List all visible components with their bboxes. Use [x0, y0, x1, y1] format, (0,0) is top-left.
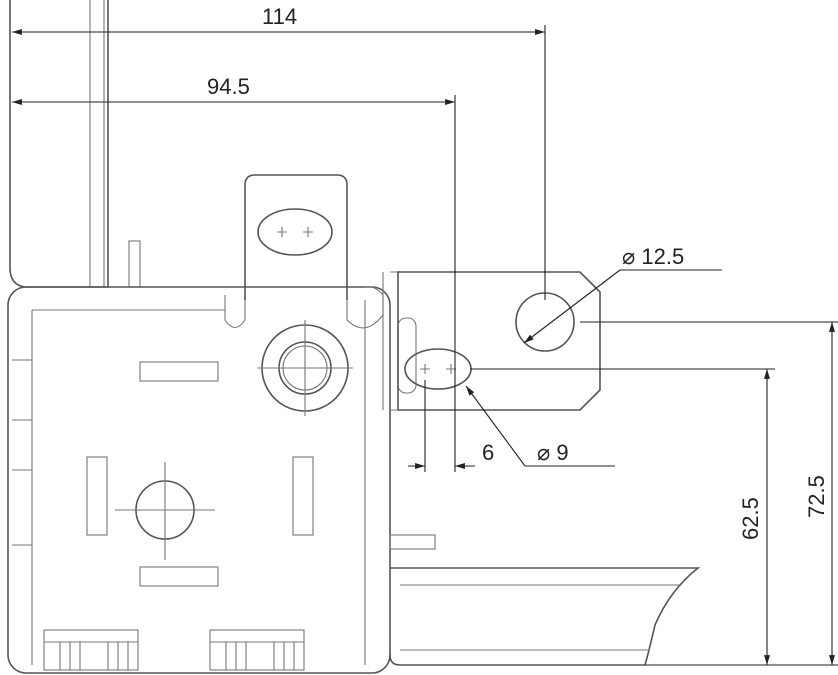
mounting-bracket: [382, 271, 601, 411]
svg-text:114: 114: [262, 4, 297, 29]
actuator-tab: [244, 174, 348, 300]
svg-text:94.5: 94.5: [207, 74, 250, 99]
terminal-block-left: [43, 629, 139, 671]
dimension-6: 6: [408, 380, 494, 472]
dimension-62-5: 62.5: [470, 368, 838, 666]
dimension-114: 114: [11, 4, 546, 300]
svg-text:⌀ 9: ⌀ 9: [537, 440, 569, 465]
bushing-ring: [257, 320, 353, 416]
svg-text:62.5: 62.5: [738, 497, 763, 540]
dimension-slot-diameter: ⌀ 9: [465, 385, 615, 467]
main-body: [7, 286, 391, 674]
base-plate: [389, 534, 701, 666]
dimension-94-5: 94.5: [11, 74, 456, 472]
svg-text:⌀ 12.5: ⌀ 12.5: [622, 244, 684, 269]
svg-text:72.5: 72.5: [804, 475, 829, 518]
top-cylinder: [9, 0, 141, 288]
terminal-block-right: [209, 629, 305, 671]
dimension-72-5: 72.5: [580, 321, 838, 665]
dimension-hole-diameter: ⌀ 12.5: [523, 244, 722, 344]
svg-text:6: 6: [482, 440, 494, 465]
